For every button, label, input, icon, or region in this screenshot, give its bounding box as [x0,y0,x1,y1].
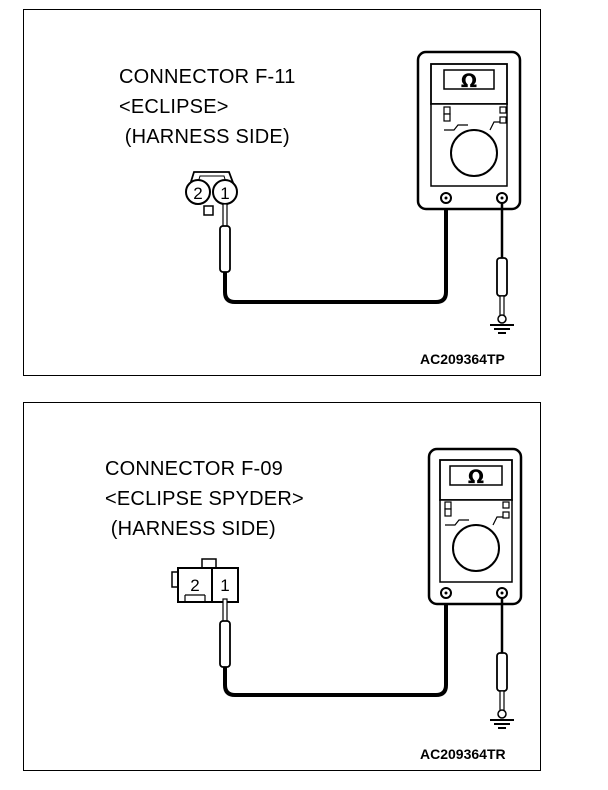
pin-2-label: 2 [190,576,199,595]
pin-1-label: 1 [220,184,229,203]
ground-lead-icon [496,598,508,719]
test-probe-icon [219,203,231,273]
continuity-check-diagram: 2 1 Ω [185,50,522,334]
continuity-check-diagram: 2 1 Ω [171,447,523,729]
test-lead-wire [223,596,448,697]
pin-1-label: 1 [220,576,229,595]
ohmmeter-icon: Ω [416,50,522,211]
connector-f11-icon: 2 1 [185,171,238,216]
connector-name: CONNECTOR F-11 [119,66,296,88]
figure-code: AC209364TP [420,351,505,367]
ohm-symbol: Ω [461,70,477,92]
harness-side-note: (HARNESS SIDE) [119,126,290,148]
ohm-symbol: Ω [468,466,484,488]
pin-2-label: 2 [193,184,202,203]
ohmmeter-icon: Ω [427,447,523,606]
diagram-panel-eclipse: 2 1 Ω [23,9,541,376]
connector-label: CONNECTOR F-11 <ECLIPSE> (HARNESS SIDE) [119,62,296,152]
vehicle-model: <ECLIPSE> [119,96,229,118]
connector-name: CONNECTOR F-09 [105,458,284,480]
vehicle-model: <ECLIPSE SPYDER> [105,488,304,510]
ground-symbol-icon [490,719,514,729]
connector-f09-icon: 2 1 [171,558,239,603]
diagram-panel-eclipse-spyder: 2 1 Ω [23,402,541,771]
ground-lead-icon [496,203,508,324]
ground-symbol-icon [490,324,514,334]
test-lead-wire [223,202,448,304]
harness-side-note: (HARNESS SIDE) [105,518,276,540]
test-probe-icon [219,598,231,668]
figure-code: AC209364TR [420,746,506,762]
connector-label: CONNECTOR F-09 <ECLIPSE SPYDER> (HARNESS… [105,454,304,544]
